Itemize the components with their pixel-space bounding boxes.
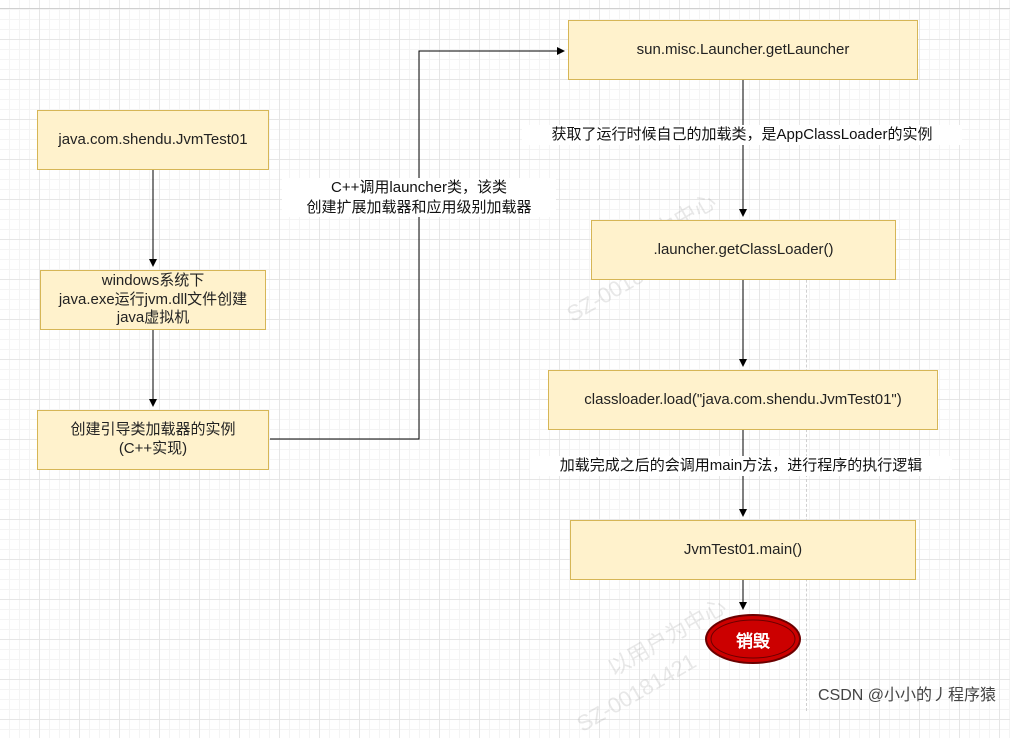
edge-bootstrap-to-launcher [270,47,565,440]
node-get-class-loader: .launcher.getClassLoader() [591,220,896,280]
edge-label-to-launcher: C++调用launcher类，该类 创建扩展加载器和应用级别加载器 [282,178,556,217]
node-destroy: 销毁 [704,613,802,665]
edge-label-load-to-main: 加载完成之后的会调用main方法，进行程序的执行逻辑 [530,456,952,476]
node-create-jvm: windows系统下 java.exe运行jvm.dll文件创建 java虚拟机 [40,270,266,330]
terminator-shape [705,614,801,664]
top-border [0,8,1010,9]
node-main: JvmTest01.main() [570,520,916,580]
destroy-label: 销毁 [736,631,770,651]
csdn-credit: CSDN @小小的丿程序猿 [817,687,996,704]
node-get-launcher: sun.misc.Launcher.getLauncher [568,20,918,80]
node-bootstrap: 创建引导类加载器的实例 (C++实现) [37,410,269,470]
edges-layer [149,47,747,610]
node-start: java.com.shendu.JvmTest01 [37,110,269,170]
edge-label-launcher-to-loader: 获取了运行时候自己的加载类，是AppClassLoader的实例 [522,125,962,145]
node-load-class: classloader.load("java.com.shendu.JvmTes… [548,370,938,430]
